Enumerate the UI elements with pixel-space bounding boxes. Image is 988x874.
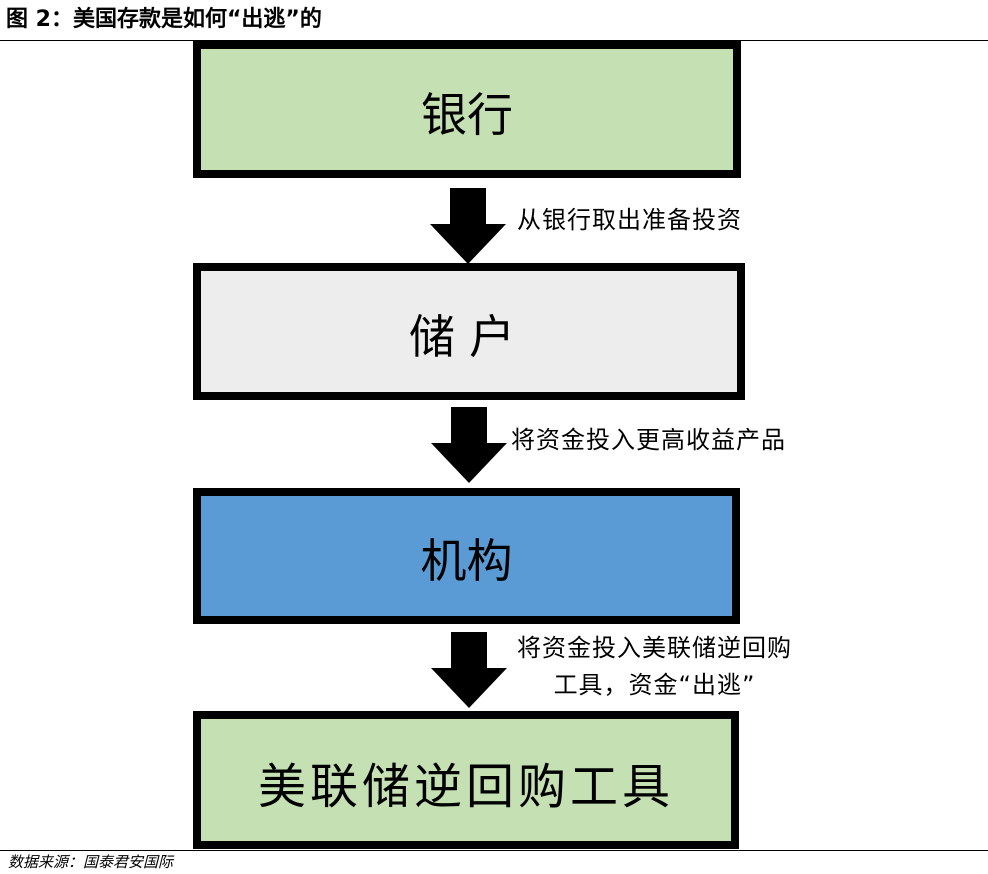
rrp-facility-box: 美联储逆回购工具 — [193, 711, 739, 849]
depositor-box: 储户 — [193, 263, 745, 400]
bank-box: 银行 — [193, 41, 741, 178]
source-divider — [0, 850, 988, 851]
flow-label-rrp-line1: 将资金投入美联储逆回购 — [517, 634, 792, 662]
bank-box-label: 银行 — [421, 87, 513, 142]
depositor-box-label: 储户 — [409, 309, 529, 364]
institution-box-label: 机构 — [420, 534, 513, 588]
data-source: 数据来源：国泰君安国际 — [8, 853, 174, 871]
down-arrow-icon — [431, 632, 507, 708]
flow-label-withdraw: 从银行取出准备投资 — [517, 206, 742, 234]
title-divider — [0, 40, 988, 41]
figure-title: 图 2：美国存款是如何“出逃”的 — [6, 7, 322, 32]
institution-box: 机构 — [193, 488, 740, 624]
rrp-facility-box-label: 美联储逆回购工具 — [257, 759, 674, 815]
flow-label-invest: 将资金投入更高收益产品 — [511, 426, 786, 454]
flow-label-rrp: 将资金投入美联储逆回购 工具，资金“出逃” — [517, 630, 792, 704]
down-arrow-icon — [431, 407, 507, 483]
down-arrow-icon — [430, 188, 506, 264]
flow-label-rrp-line2: 工具，资金“出逃” — [553, 671, 756, 699]
